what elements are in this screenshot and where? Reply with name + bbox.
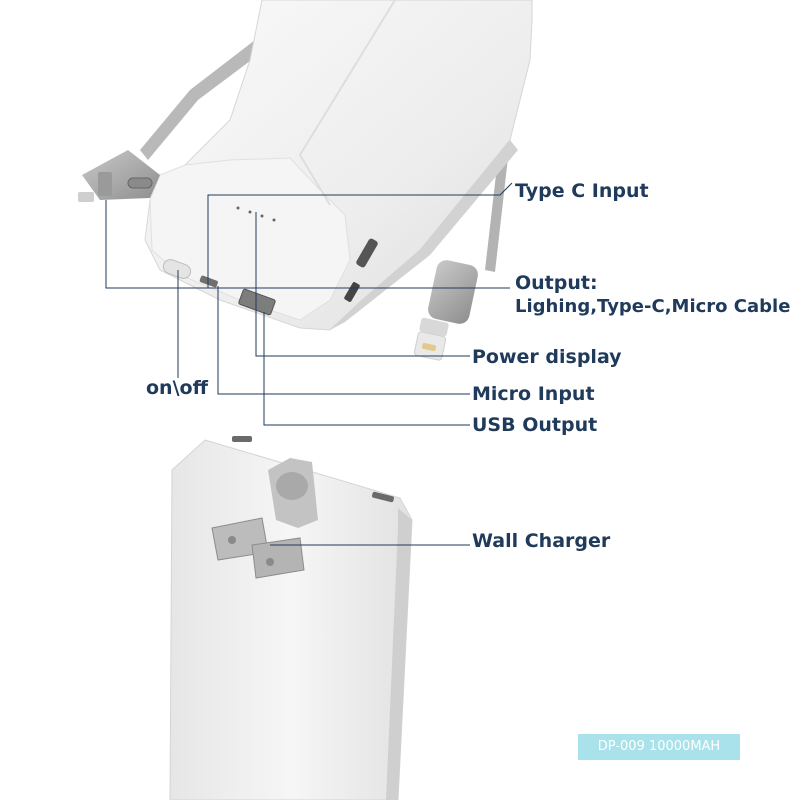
model-badge: DP-009 10000MAH: [578, 734, 740, 760]
top-power-bank: [144, 0, 533, 331]
leader-usb-output: [263, 312, 470, 426]
label-type-c-input: Type C Input: [515, 180, 649, 202]
leader-output: [105, 200, 510, 289]
label-usb-output: USB Output: [472, 414, 598, 436]
label-output-title: Output:: [515, 272, 598, 294]
usb-port: [238, 288, 276, 316]
label-on-off: on\off: [146, 377, 208, 399]
lightning-plug: [413, 260, 478, 361]
label-power-display: Power display: [472, 346, 622, 368]
leader-power-display: [255, 212, 470, 357]
on-off-button: [162, 259, 192, 279]
wall-plug-prong-2: [251, 537, 305, 579]
bottom-power-bank: [169, 436, 413, 800]
leader-lines: [105, 182, 513, 546]
micro-port: [199, 275, 218, 288]
leader-micro-input: [217, 286, 470, 395]
label-wall-charger: Wall Charger: [472, 530, 611, 552]
label-micro-input: Micro Input: [472, 383, 595, 405]
leader-type-c-input: [207, 182, 513, 288]
label-output-types: Lighing,Type-C,Micro Cable: [515, 296, 791, 317]
type-c-plug: [78, 150, 160, 202]
